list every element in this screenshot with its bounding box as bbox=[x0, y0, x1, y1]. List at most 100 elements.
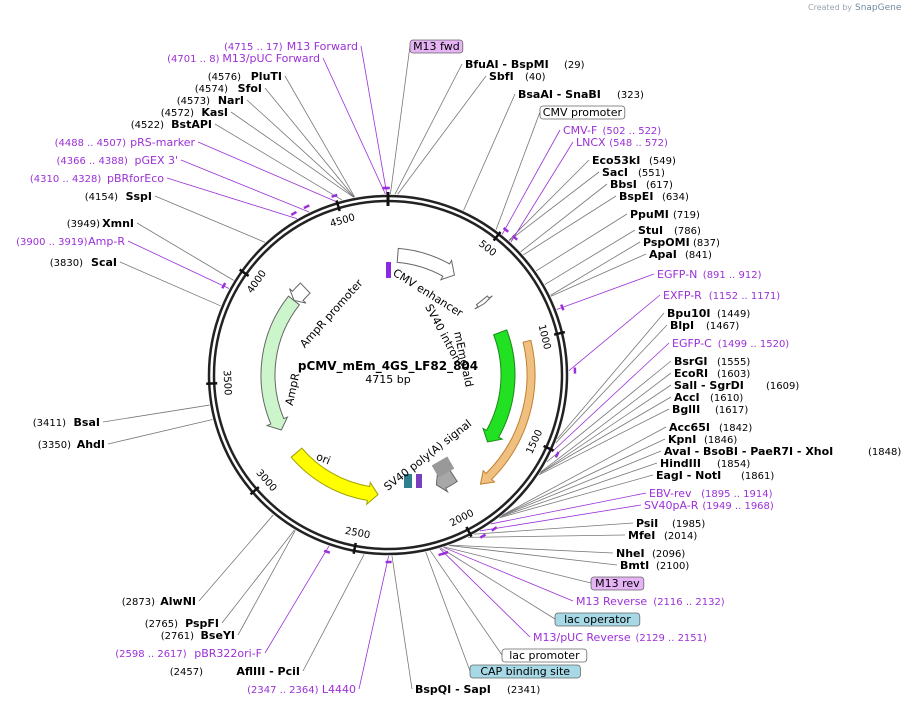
feature-tag-box bbox=[590, 576, 645, 591]
site-name: EcoRI bbox=[674, 367, 708, 380]
site-name: M13 Forward bbox=[287, 40, 358, 53]
site-bbsi: BbsI(617) bbox=[610, 178, 673, 191]
ring-tick-label: 500 bbox=[476, 239, 498, 259]
site-name: Amp-R bbox=[88, 235, 125, 248]
leader-line bbox=[557, 312, 665, 440]
site-name: PpuMI bbox=[630, 208, 669, 221]
site-m13-reverse: M13 Reverse(2116 .. 2132) bbox=[576, 595, 725, 608]
leader-line bbox=[535, 213, 628, 272]
site-name: MfeI bbox=[628, 529, 655, 542]
site-pspomi: PspOMI(837) bbox=[643, 236, 720, 249]
site-m13-forward: M13 Forward (4715 .. 17) bbox=[224, 40, 358, 53]
site-position: (4576) bbox=[208, 72, 241, 83]
feature-label-sv40-poly-a-signal: SV40 poly(A) signal bbox=[382, 417, 475, 493]
site-sv40pa-r: SV40pA-R(1949 .. 1968) bbox=[644, 499, 774, 512]
site-name: AccI bbox=[674, 391, 700, 404]
site-name: EagI - NotI bbox=[656, 469, 721, 482]
leader-line bbox=[550, 253, 647, 297]
site-bspqi-sapi: BspQI - SapI(2341) bbox=[415, 683, 540, 696]
leader-line bbox=[490, 492, 647, 525]
ring-tick-label: 4500 bbox=[329, 212, 357, 230]
plasmid-name: pCMV_mEm_4GS_LF82_804 bbox=[298, 359, 478, 374]
site-position: (1449) bbox=[717, 309, 750, 320]
site-m13-rev: M13 rev bbox=[590, 576, 645, 591]
site-name: EGFP-N bbox=[657, 268, 697, 281]
plasmid-center: pCMV_mEm_4GS_LF82_804 4715 bp bbox=[298, 359, 478, 386]
site-lac-promoter: lac promoter bbox=[501, 648, 588, 663]
feature-label-ori: ori bbox=[314, 450, 332, 467]
site-position: (1895 .. 1914) bbox=[701, 489, 773, 500]
leader-line bbox=[539, 384, 672, 474]
site-cmv-f: CMV-F(502 .. 522) bbox=[563, 124, 661, 137]
site-position: (29) bbox=[564, 60, 585, 71]
site-hindiii: HindIII(1854) bbox=[660, 457, 750, 470]
site-apai: ApaI(841) bbox=[649, 248, 712, 261]
leader-line bbox=[539, 396, 672, 474]
leader-line bbox=[556, 273, 655, 310]
site-bglii: BglII(1617) bbox=[672, 403, 748, 416]
site-position: (2116 .. 2132) bbox=[653, 597, 725, 608]
site-name: BfuAI - BspMI bbox=[465, 58, 549, 71]
site-bstapi: BstAPI(4522) bbox=[131, 118, 212, 131]
site-position: (1499 .. 1520) bbox=[718, 339, 790, 350]
site-name: StuI bbox=[638, 224, 663, 237]
leader-line bbox=[508, 159, 590, 241]
site-egfp-n: EGFP-N(891 .. 912) bbox=[657, 268, 762, 281]
site-pspfi: PspFI(2765) bbox=[145, 617, 219, 630]
site-position: (3411) bbox=[33, 418, 66, 429]
site-ecori: EcoRI(1603) bbox=[674, 367, 750, 380]
site-name: AvaI - BsoBI - PaeR7I - XhoI bbox=[664, 445, 833, 458]
site-bpu10i: Bpu10I(1449) bbox=[667, 307, 750, 320]
site-position: (4574) bbox=[195, 84, 228, 95]
site-stui: StuI(786) bbox=[638, 224, 701, 237]
primer-mark bbox=[221, 282, 227, 289]
ring-tick-label: 1000 bbox=[536, 323, 553, 350]
site-bseyi: BseYI(2761) bbox=[161, 629, 235, 642]
site-name: BsaAI - SnaBI bbox=[518, 88, 601, 101]
site-ahdi: AhdI(3350) bbox=[38, 438, 105, 451]
ring-tick bbox=[206, 382, 218, 386]
leader-line bbox=[479, 504, 642, 532]
primer-mark bbox=[502, 227, 510, 233]
primer-mark bbox=[331, 193, 338, 198]
primer-mark bbox=[290, 210, 298, 217]
leader-line bbox=[551, 342, 670, 453]
site-nari: NarI(4573) bbox=[177, 94, 244, 107]
ring-tick-label: 1500 bbox=[525, 428, 546, 456]
leader-line bbox=[107, 419, 213, 445]
lacz-marker bbox=[386, 262, 391, 278]
site-name: BspQI - SapI bbox=[415, 683, 491, 696]
site-position: (1152 .. 1171) bbox=[709, 291, 781, 302]
site-name: SalI - SgrDI bbox=[674, 379, 744, 392]
site-position: (1846) bbox=[704, 435, 737, 446]
site-ebv-rev: EBV-rev(1895 .. 1914) bbox=[649, 487, 773, 500]
leader-line bbox=[391, 555, 413, 690]
leader-line bbox=[502, 426, 667, 516]
site-kasi: KasI(4572) bbox=[161, 106, 228, 119]
site-name: BsaI bbox=[74, 416, 100, 429]
feature-ampr-promoter bbox=[289, 282, 311, 304]
site-name: pRS-marker bbox=[130, 136, 195, 149]
site-name: NarI bbox=[218, 94, 244, 107]
leader-line bbox=[284, 75, 356, 198]
feature-lf82-orange bbox=[479, 339, 536, 485]
site-name: PsiI bbox=[636, 517, 658, 530]
ring-tick bbox=[553, 330, 566, 336]
leader-line bbox=[439, 548, 531, 638]
site-position: (4715 .. 17) bbox=[224, 42, 283, 53]
ring-tick bbox=[543, 444, 555, 452]
primer-mark bbox=[479, 533, 487, 539]
site-position: (4154) bbox=[85, 192, 118, 203]
primer-mark bbox=[491, 526, 498, 532]
site-position: (2765) bbox=[145, 619, 178, 630]
site-cap-binding-site: CAP binding site bbox=[469, 664, 581, 679]
site-name: AlwNI bbox=[160, 595, 196, 608]
leader-line bbox=[474, 522, 634, 535]
leader-line bbox=[397, 75, 487, 195]
feature-tag-text: CMV promoter bbox=[543, 106, 623, 119]
leader-line bbox=[154, 195, 266, 243]
site-cmv-promoter: CMV promoter bbox=[539, 105, 626, 120]
site-position: (323) bbox=[617, 90, 644, 101]
site-position: (1609) bbox=[766, 381, 799, 392]
feature-tag-text: CAP binding site bbox=[480, 665, 570, 678]
